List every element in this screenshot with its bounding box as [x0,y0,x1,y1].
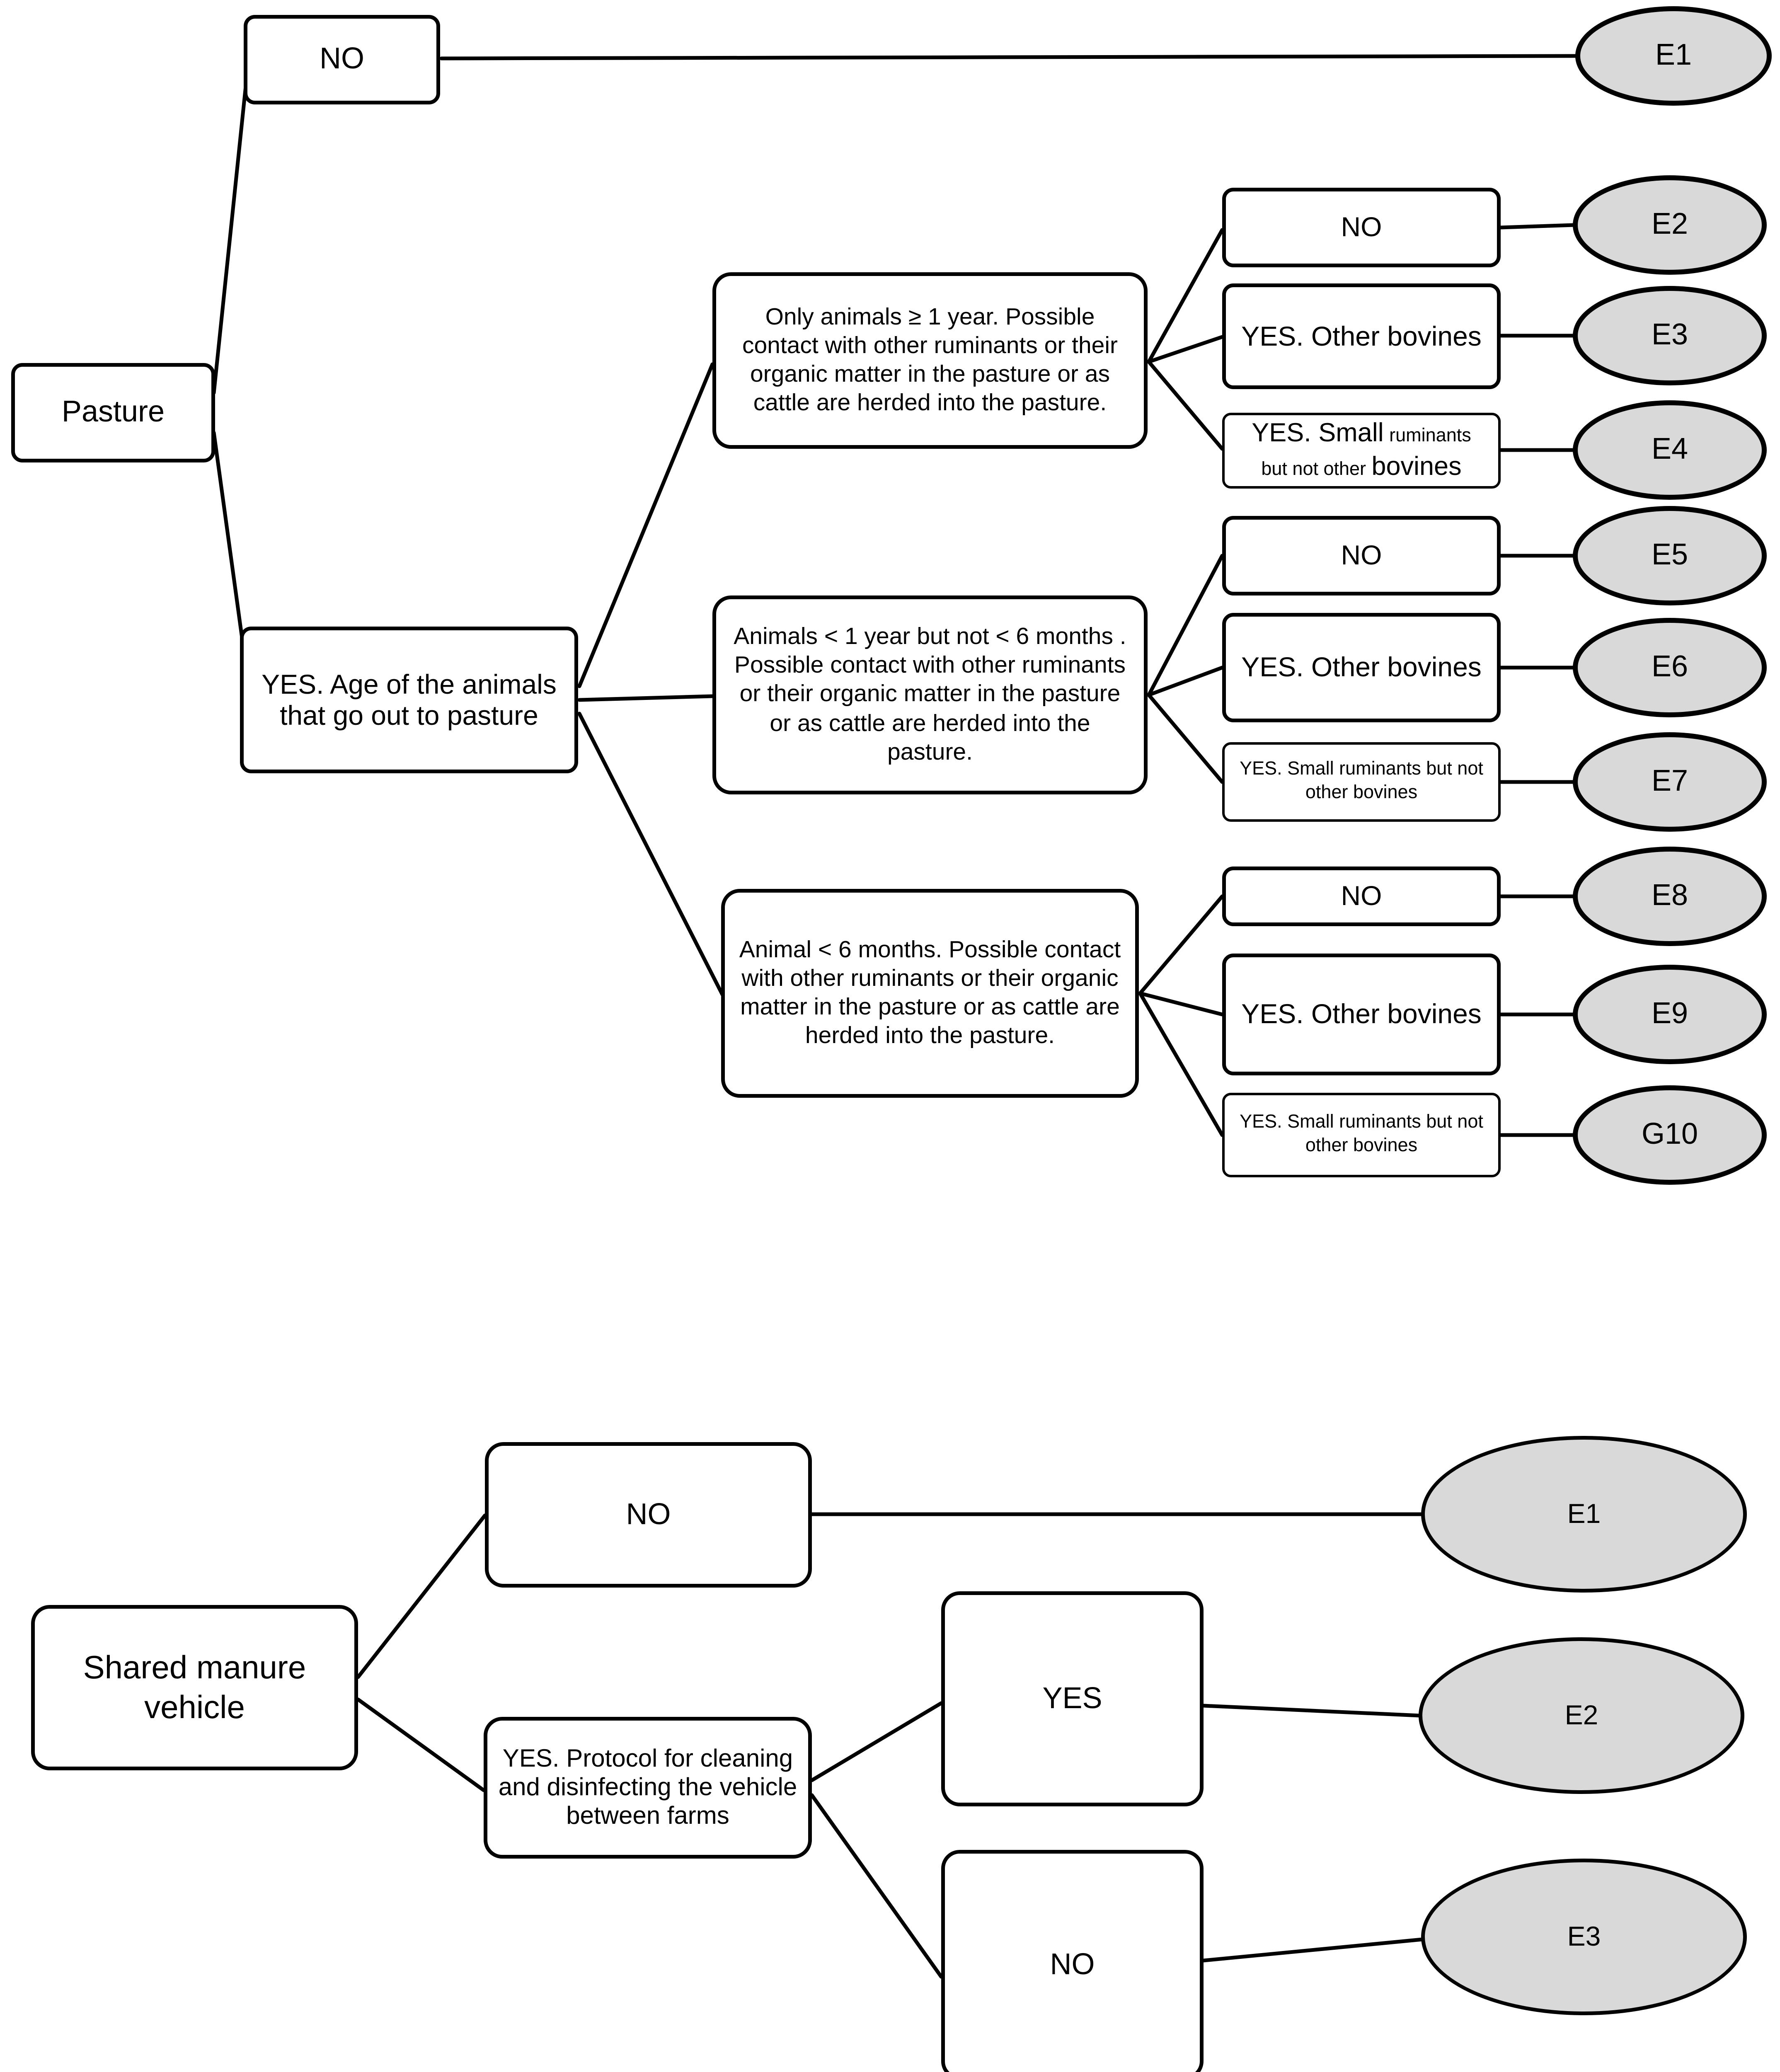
edge-d3-yessmall [1138,991,1224,1137]
outcome-e7-label: E7 [1651,765,1688,799]
g1-yes-small-l1a: YES. Small [1252,419,1384,448]
outcome-e3b-label: E3 [1567,1921,1601,1953]
outcome-e2-label: E2 [1651,208,1688,242]
outcome-e1-label: E1 [1655,39,1692,73]
outcome-e6-label: E6 [1651,650,1688,684]
protocol-no-node: NO [941,1850,1204,2072]
outcome-g10-label: G10 [1641,1118,1698,1152]
desc-animals-under-6mo-node: Animal < 6 months. Possible contact with… [721,889,1139,1098]
desc-animals-over-1yr-text: Only animals ≥ 1 year. Possible contact … [742,304,1118,417]
outcome-e1b-label: E1 [1567,1498,1601,1530]
edge-no-e2 [1499,223,1576,230]
shared-manure-root-node: Shared manure vehicle [31,1605,358,1770]
outcome-e5-label: E5 [1651,538,1688,572]
g1-no-node: NO [1222,188,1501,267]
g3-yes-small-ruminants-label: YES. Small ruminants but not other bovin… [1240,1111,1483,1156]
edge-no-e3b [1201,1937,1424,1963]
g1-yes-small-l2a: but not other [1261,458,1366,479]
outcome-e2b-label: E2 [1564,1700,1598,1731]
g1-yes-small-ruminants-node: YES. Small ruminants but not other bovin… [1222,413,1501,489]
g2-yes-small-ruminants-label: YES. Small ruminants but not other bovin… [1240,758,1483,803]
g3-no-node: NO [1222,867,1501,926]
g2-no-label: NO [1341,540,1382,571]
vehicle-yes-protocol-label: YES. Protocol for cleaning and disinfect… [498,1745,797,1830]
g3-yes-other-bovines-label: YES. Other bovines [1241,999,1482,1030]
vehicle-no-label: NO [626,1498,671,1532]
outcome-e7-ellipse: E7 [1573,732,1767,832]
g2-no-node: NO [1222,516,1501,595]
pasture-no-node: NO [244,15,440,104]
outcome-e1-ellipse: E1 [1575,6,1772,106]
outcome-e4-label: E4 [1651,433,1688,467]
edge-yesage-d2 [577,694,714,702]
g2-yes-other-bovines-label: YES. Other bovines [1241,652,1482,683]
edge-pasture-no [212,80,248,395]
outcome-e4-ellipse: E4 [1573,400,1767,500]
pasture-yes-age-label: YES. Age of the animals that go out to p… [262,668,557,731]
g3-no-label: NO [1341,881,1382,912]
edge-yes-e2b [1201,1704,1422,1718]
pasture-root-node: Pasture [11,363,215,462]
g2-yes-small-ruminants-node: YES. Small ruminants but not other bovin… [1222,742,1501,822]
pasture-yes-age-node: YES. Age of the animals that go out to p… [240,627,578,773]
outcome-e9-label: E9 [1651,997,1688,1031]
desc-animals-under-1yr-node: Animals < 1 year but not < 6 months . Po… [712,595,1148,794]
shared-manure-root-label: Shared manure vehicle [83,1648,306,1725]
g3-yes-other-bovines-node: YES. Other bovines [1222,954,1501,1075]
edge-pasture-yes [212,431,247,661]
outcome-e2b-ellipse: E2 [1419,1637,1744,1794]
g1-yes-other-bovines-label: YES. Other bovines [1241,320,1482,352]
protocol-yes-label: YES [1042,1682,1102,1716]
pasture-root-label: Pasture [61,395,165,429]
outcome-e8-ellipse: E8 [1573,847,1767,946]
g1-yes-other-bovines-node: YES. Other bovines [1222,283,1501,389]
outcome-e1b-ellipse: E1 [1421,1436,1747,1593]
edge-d2-no [1147,554,1224,697]
outcome-e2-ellipse: E2 [1573,175,1767,275]
outcome-e3-label: E3 [1651,318,1688,352]
outcome-g10-ellipse: G10 [1573,1085,1767,1185]
outcome-e8-label: E8 [1651,879,1688,913]
edge-d2-yessmall [1147,693,1224,784]
edge-d2-yesother [1147,666,1224,697]
pasture-no-label: NO [320,42,364,76]
vehicle-yes-protocol-node: YES. Protocol for cleaning and disinfect… [484,1717,812,1859]
edge-protocol-yes [810,1701,943,1782]
edge-no-e1 [439,54,1579,61]
protocol-yes-node: YES [941,1591,1204,1806]
edge-d1-yessmall [1147,360,1224,451]
outcome-e3b-ellipse: E3 [1421,1859,1747,2015]
edge-yesage-d3 [577,712,724,997]
outcome-e9-ellipse: E9 [1573,965,1767,1064]
edge-d1-yesother [1147,335,1224,364]
g1-yes-small-line1: YES. Small ruminants [1252,418,1471,451]
desc-animals-under-6mo-text: Animal < 6 months. Possible contact with… [739,937,1121,1050]
desc-animals-over-1yr-node: Only animals ≥ 1 year. Possible contact … [712,272,1148,449]
protocol-no-label: NO [1050,1948,1095,1982]
g3-yes-small-ruminants-node: YES. Small ruminants but not other bovin… [1222,1093,1501,1177]
edge-d1-no [1147,228,1224,364]
desc-animals-under-1yr-text: Animals < 1 year but not < 6 months . Po… [734,624,1126,766]
g1-no-label: NO [1341,212,1382,243]
edge-shared-no [356,1513,487,1679]
edge-shared-yes [356,1697,486,1792]
g1-yes-small-line2: but not other bovines [1261,451,1461,484]
edge-d3-yesother [1138,991,1224,1017]
g1-yes-small-l2b: bovines [1371,452,1462,481]
edge-yesage-d1 [577,362,714,688]
vehicle-no-node: NO [485,1442,812,1588]
outcome-e5-ellipse: E5 [1573,506,1767,605]
outcome-e3-ellipse: E3 [1573,286,1767,385]
edge-protocol-no [810,1793,943,1979]
outcome-e6-ellipse: E6 [1573,618,1767,717]
edge-d3-no [1138,894,1224,995]
g2-yes-other-bovines-node: YES. Other bovines [1222,613,1501,722]
g1-yes-small-l1b: ruminants [1389,425,1471,447]
